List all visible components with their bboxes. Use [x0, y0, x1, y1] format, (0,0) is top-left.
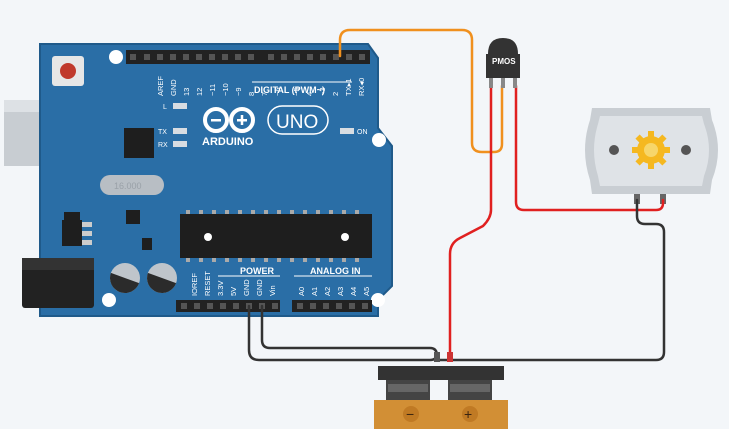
pin-label: ~5	[292, 87, 301, 96]
wire-signal[interactable]	[338, 28, 504, 154]
pin-label: GND	[255, 279, 264, 296]
pin-label: TX▸1	[344, 78, 353, 96]
pin-label: GND	[242, 279, 251, 296]
led-tx-label: TX	[158, 129, 167, 136]
pin-label: RESET	[203, 271, 212, 296]
pin-label: 8	[247, 92, 256, 96]
analog-header-label: ANALOG IN	[310, 266, 361, 276]
pin-label: ~6	[273, 87, 282, 96]
pin-label: IOREF	[190, 273, 199, 296]
pin-label: RX◂0	[357, 78, 366, 96]
crystal-label: 16.000	[114, 181, 142, 191]
mount-hole	[372, 133, 386, 147]
transistor-label: PMOS	[492, 57, 516, 66]
motor-screw	[609, 145, 619, 155]
motor-screw	[681, 145, 691, 155]
dc-motor[interactable]	[585, 108, 718, 204]
led-l-label: L	[163, 104, 167, 111]
power-jack	[22, 258, 94, 308]
battery-minus-label: −	[406, 406, 414, 422]
pin-label: AREF	[156, 76, 165, 96]
pin-label: 5V	[229, 287, 238, 296]
pin-label: GND	[169, 79, 178, 96]
brand-label: ARDUINO	[202, 136, 254, 148]
led-on-label: ON	[357, 129, 368, 136]
pin-label: A2	[323, 287, 332, 296]
pin-label: A5	[362, 287, 371, 296]
usb-chip	[124, 128, 154, 158]
mount-hole	[109, 50, 123, 64]
wire-motor-positive[interactable]	[514, 84, 665, 212]
pmos-transistor[interactable]: PMOS	[486, 38, 520, 88]
led-tx	[173, 128, 187, 134]
small-chip	[126, 210, 140, 224]
pin-label: Vin	[268, 285, 277, 296]
pin-label: 3.3V	[216, 281, 225, 296]
led-on	[340, 128, 354, 134]
battery-negative-terminal	[403, 406, 419, 422]
led-l	[173, 103, 187, 109]
pin-label: A3	[336, 287, 345, 296]
pin-label: A0	[297, 287, 306, 296]
wire-motor-negative[interactable]	[436, 198, 666, 362]
power-header-label: POWER	[240, 266, 275, 276]
battery[interactable]: − +	[374, 352, 508, 429]
analog-pin-labels: A0 A1 A2 A3 A4 A5	[297, 287, 371, 296]
wire-battery-positive[interactable]	[448, 84, 493, 358]
microcontroller-chip	[180, 214, 372, 258]
gear-icon	[632, 131, 670, 169]
model-label: UNO	[276, 112, 318, 133]
voltage-regulator	[62, 220, 82, 246]
pin-label: ~9	[234, 87, 243, 96]
power-header	[176, 300, 280, 312]
wire-ground-2[interactable]	[260, 304, 439, 358]
pin-label: 7	[260, 92, 269, 96]
pin-label: A4	[349, 287, 358, 296]
led-rx	[173, 141, 187, 147]
arduino-logo-icon	[203, 107, 255, 133]
pin-label: 13	[182, 88, 191, 96]
power-pin-labels: IOREF RESET 3.3V 5V GND GND Vin	[190, 271, 277, 296]
pin-label: 12	[195, 88, 204, 96]
analog-header	[292, 300, 372, 312]
pin-label: ~11	[208, 84, 217, 96]
pin-label: 2	[331, 92, 340, 96]
uno-badge	[267, 105, 329, 135]
mount-hole	[102, 293, 116, 307]
crystal	[100, 175, 164, 195]
led-rx-label: RX	[158, 142, 168, 149]
pin-label: ~3	[318, 87, 327, 96]
pin-label: 4	[305, 92, 314, 96]
battery-plus-label: +	[464, 406, 472, 422]
mount-hole	[371, 293, 385, 307]
digital-header-label: DIGITAL (PWM~)	[254, 85, 325, 95]
smd-component	[142, 238, 152, 250]
battery-positive-terminal	[462, 406, 478, 422]
pin-label: A1	[310, 287, 319, 296]
pin-label: ~10	[221, 83, 230, 96]
